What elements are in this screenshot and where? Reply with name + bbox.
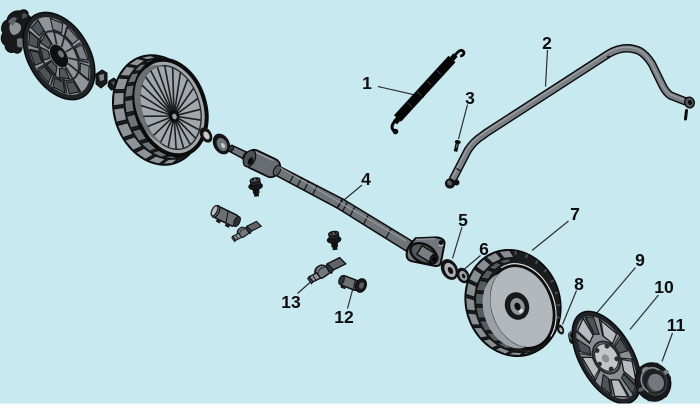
svg-text:1: 1	[362, 73, 372, 93]
svg-text:10: 10	[654, 277, 674, 297]
svg-text:9: 9	[635, 250, 645, 270]
svg-text:3: 3	[465, 88, 475, 108]
svg-text:2: 2	[542, 33, 552, 53]
svg-text:4: 4	[361, 169, 371, 189]
svg-text:5: 5	[458, 210, 468, 230]
svg-text:6: 6	[479, 239, 489, 259]
svg-text:11: 11	[667, 315, 686, 335]
svg-text:8: 8	[574, 274, 584, 294]
svg-text:7: 7	[570, 204, 580, 224]
svg-text:12: 12	[334, 307, 354, 327]
svg-text:13: 13	[281, 292, 301, 312]
